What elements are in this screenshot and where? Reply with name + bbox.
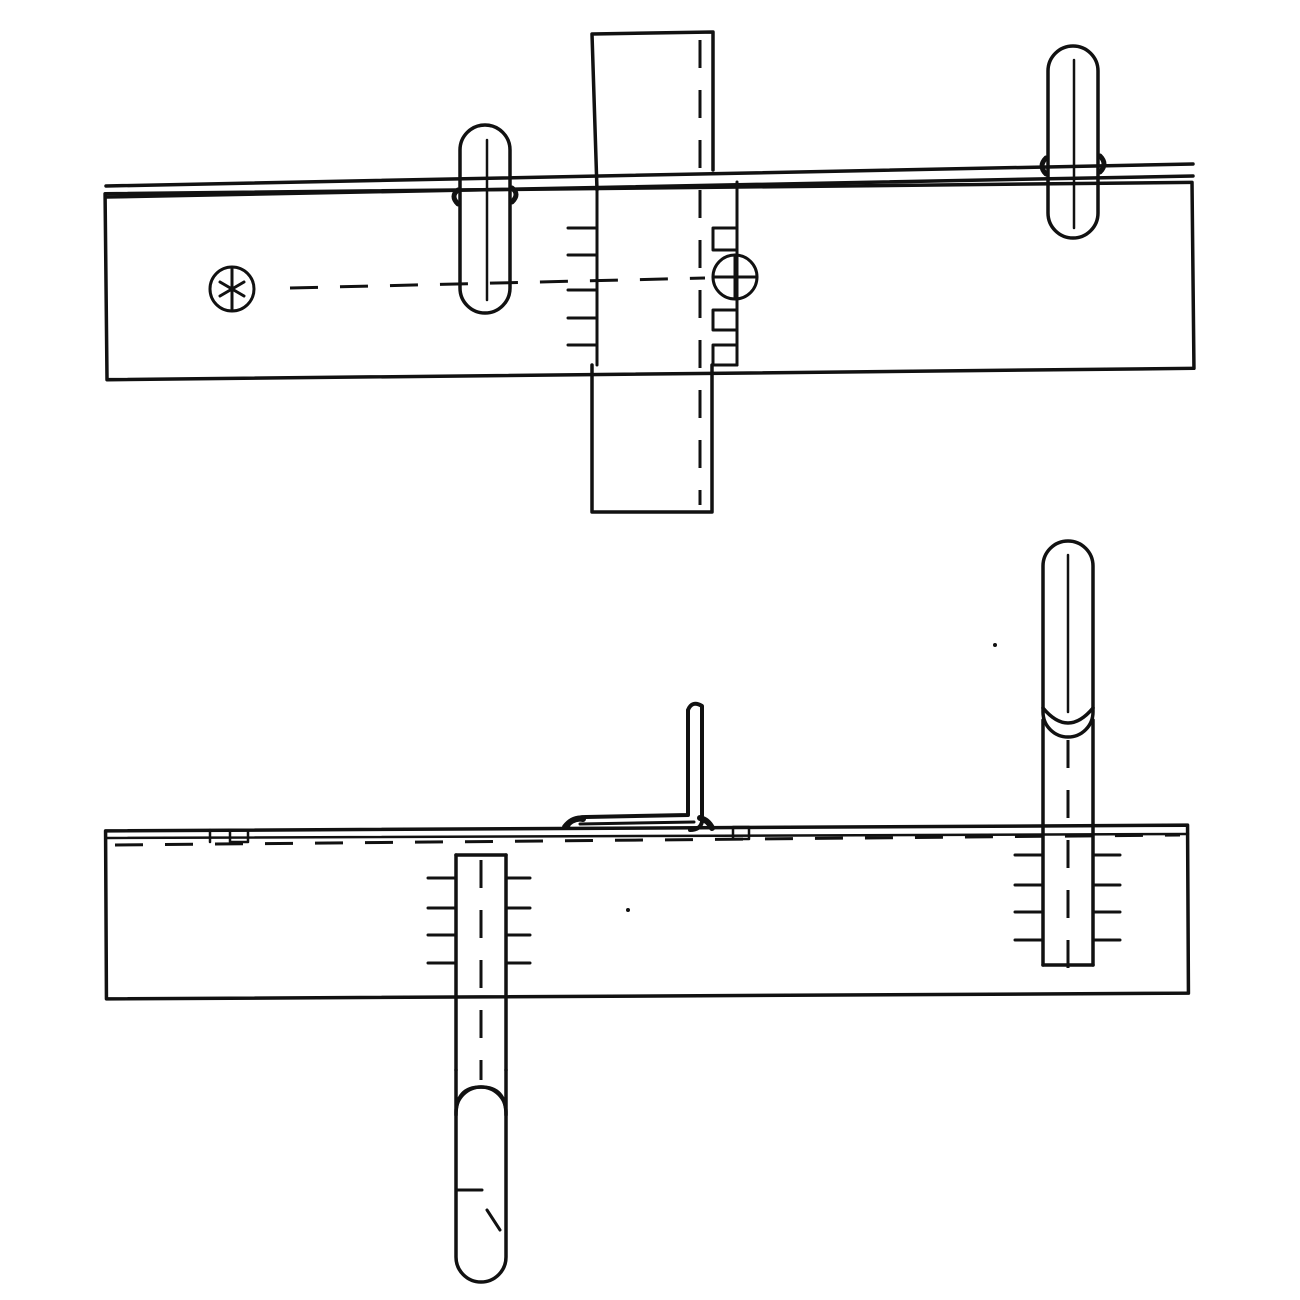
left-roller	[451, 123, 519, 315]
top-right-ticks	[711, 226, 739, 367]
side-edge-marks	[208, 825, 751, 844]
top-center-line	[289, 276, 706, 290]
side-top-dashed-line	[114, 833, 1181, 847]
hook-pin	[562, 701, 715, 832]
right-pivot-screw-icon	[711, 253, 759, 301]
left-pivot-screw-icon	[208, 265, 256, 313]
right-roller	[1039, 44, 1107, 240]
side-top-edge	[104, 832, 1190, 840]
top-left-ticks	[566, 226, 599, 347]
plate-inner-edges	[595, 180, 739, 367]
speck	[993, 643, 997, 647]
vertical-plate	[590, 30, 715, 514]
top-view	[103, 30, 1196, 514]
speck	[626, 908, 630, 912]
right-handle	[1013, 539, 1122, 990]
left-slider-tube	[426, 853, 532, 1284]
side-view	[103, 539, 1191, 1284]
top-rod	[104, 162, 1195, 199]
side-base-bar	[103, 823, 1191, 1001]
